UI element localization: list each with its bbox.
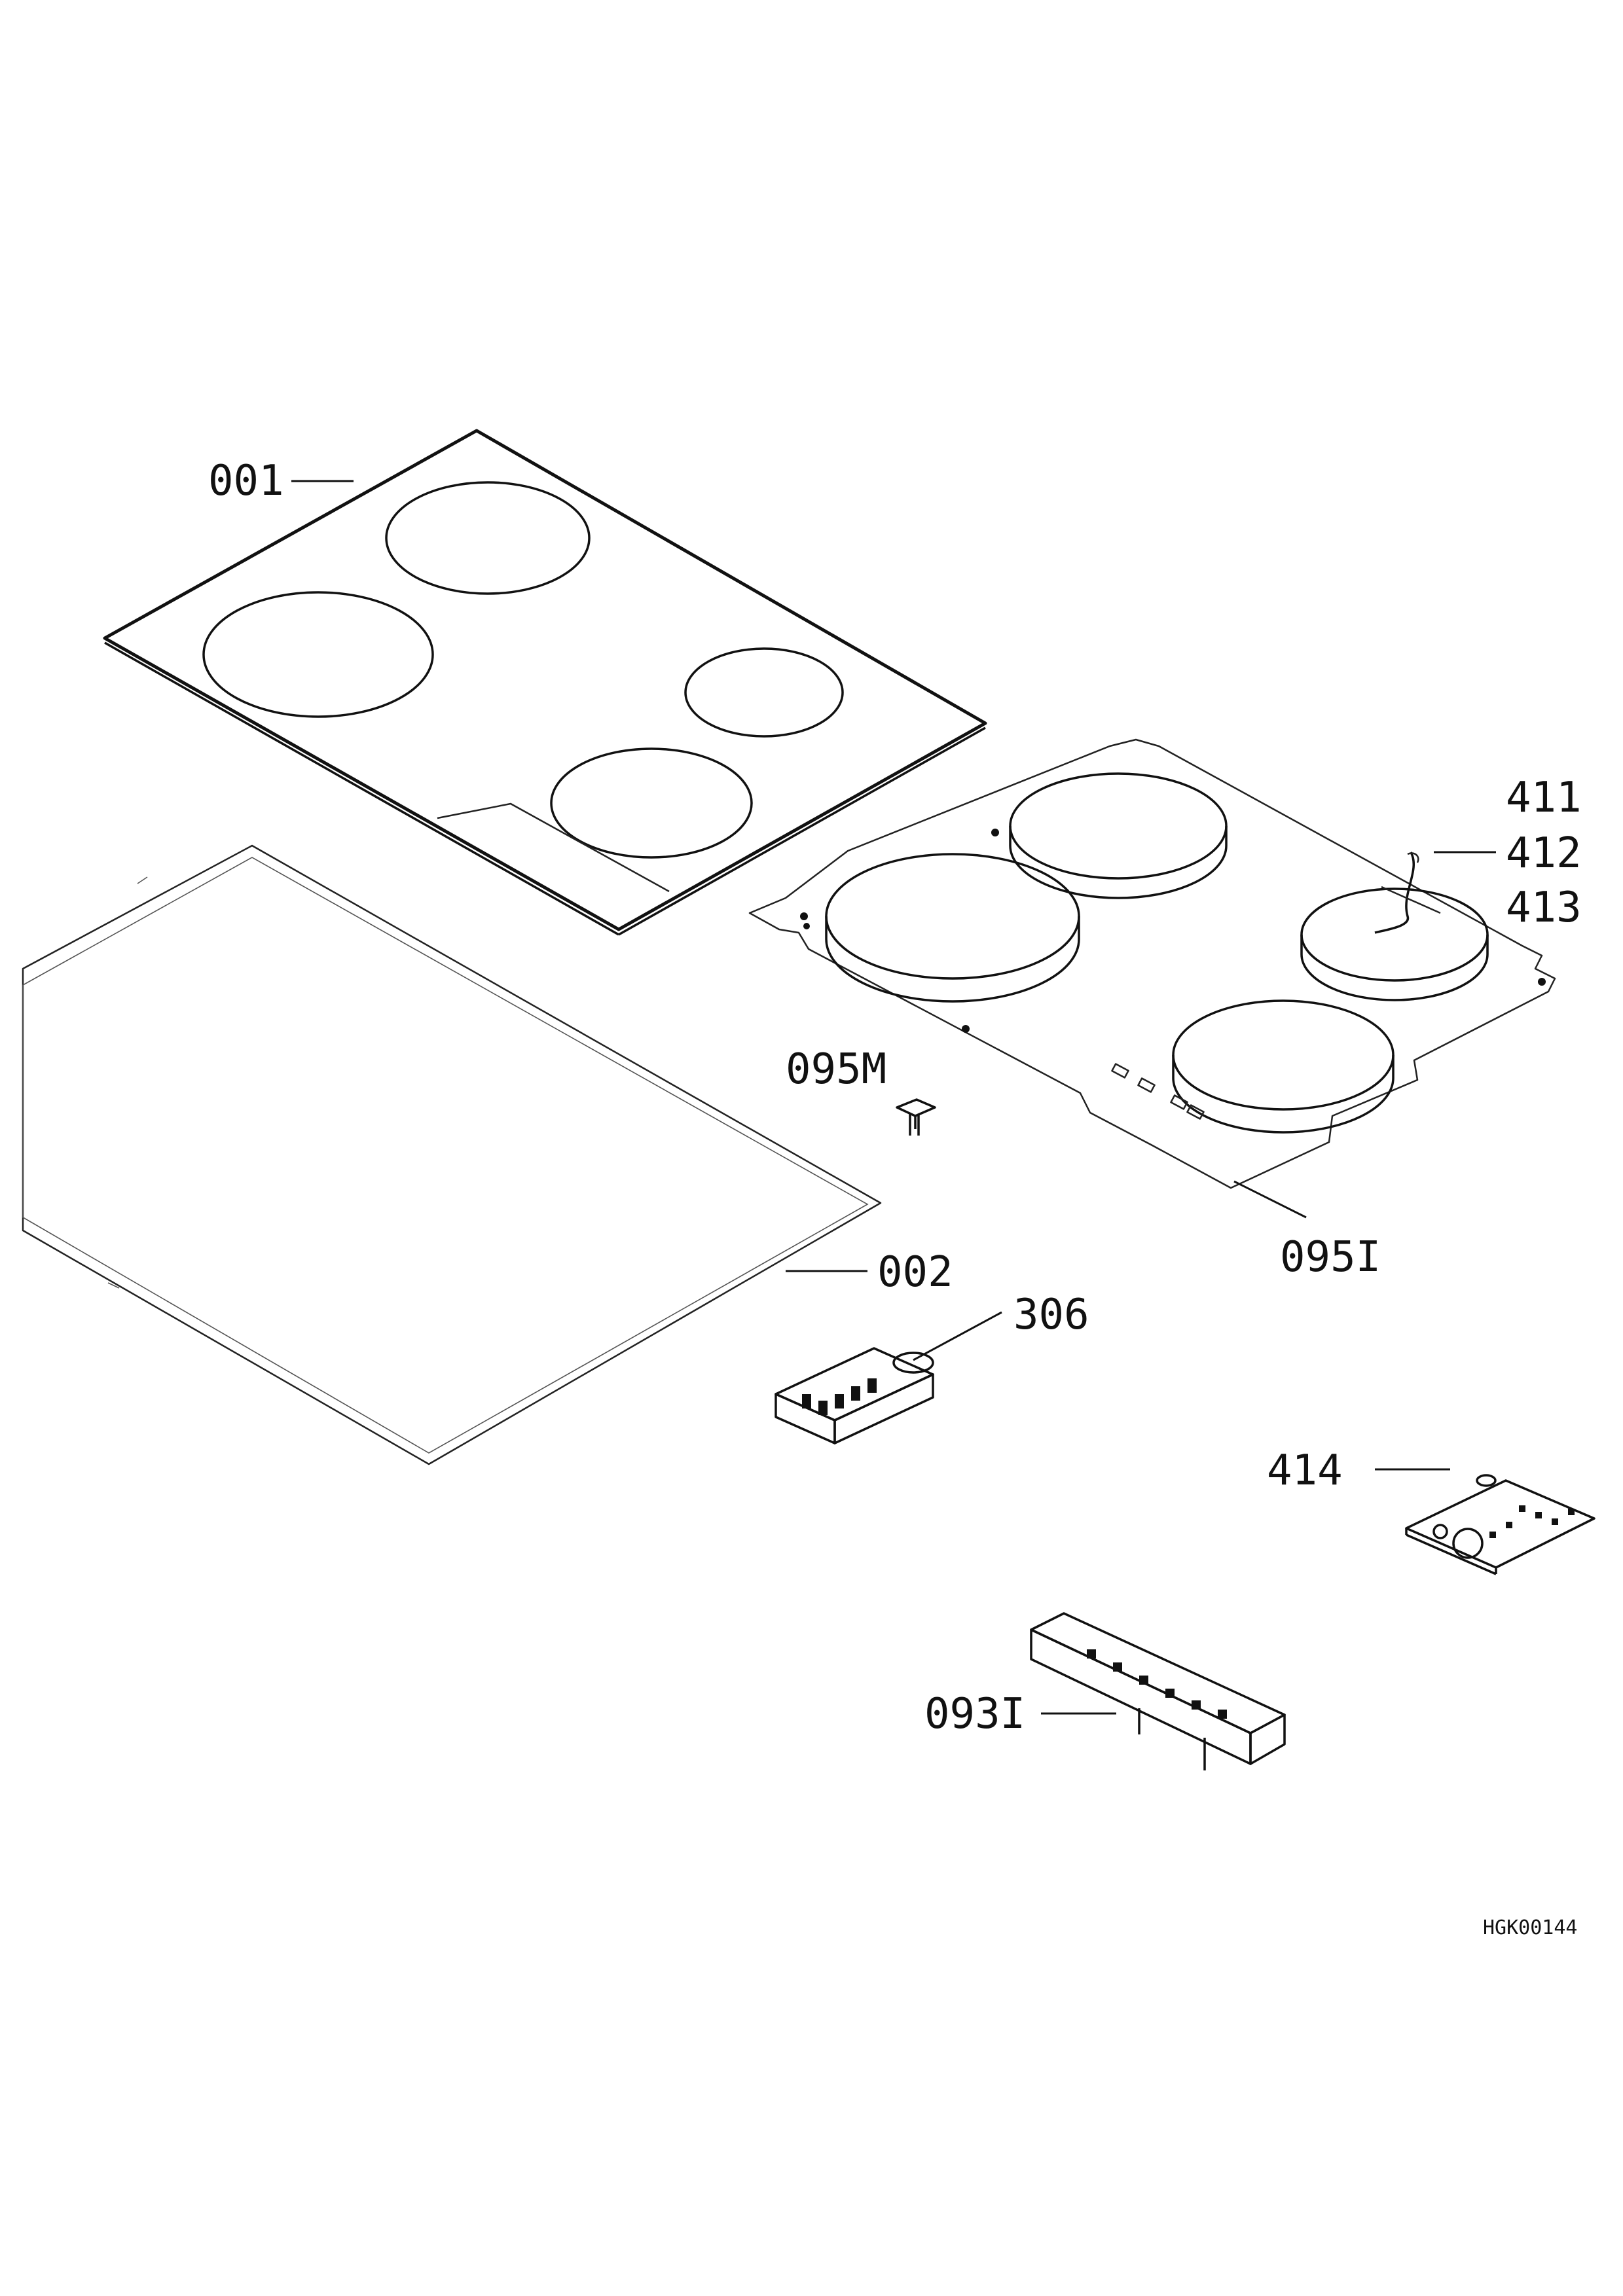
- label-001: 001: [208, 457, 284, 505]
- leader-306: [913, 1311, 1002, 1361]
- label-095m: 095M: [786, 1045, 886, 1094]
- element-front-left: [825, 853, 1080, 1003]
- label-095i: 095I: [1280, 1233, 1381, 1282]
- hob-zone-front-right: [550, 747, 753, 859]
- bracket-095m: [896, 1098, 936, 1136]
- label-413: 413: [1506, 884, 1582, 932]
- hob-zone-front-left: [202, 591, 434, 718]
- element-front-right: [1172, 999, 1395, 1134]
- label-002: 002: [877, 1248, 953, 1297]
- element-rear-right: [1300, 888, 1489, 1001]
- heating-element-plate: [748, 738, 1556, 1189]
- frame-seal: [22, 844, 882, 1465]
- hob-zone-rear-left: [385, 481, 591, 595]
- label-411: 411: [1506, 774, 1582, 822]
- hob-zone-rear-right: [684, 647, 844, 738]
- glass-hob-top: [103, 429, 987, 936]
- label-412: 412: [1506, 829, 1582, 878]
- element-rear-left: [1009, 772, 1228, 899]
- terminal-block: [775, 1347, 934, 1444]
- label-414: 414: [1267, 1446, 1343, 1495]
- label-093i: 093I: [924, 1690, 1025, 1738]
- label-306: 306: [1013, 1291, 1089, 1339]
- circuit-board-414: [1405, 1474, 1596, 1575]
- leader-095i: [1233, 1180, 1307, 1219]
- sensor-wire: [1374, 852, 1441, 934]
- control-module-093i: [1030, 1612, 1286, 1770]
- drawing-code: HGK00144: [1483, 1916, 1578, 1939]
